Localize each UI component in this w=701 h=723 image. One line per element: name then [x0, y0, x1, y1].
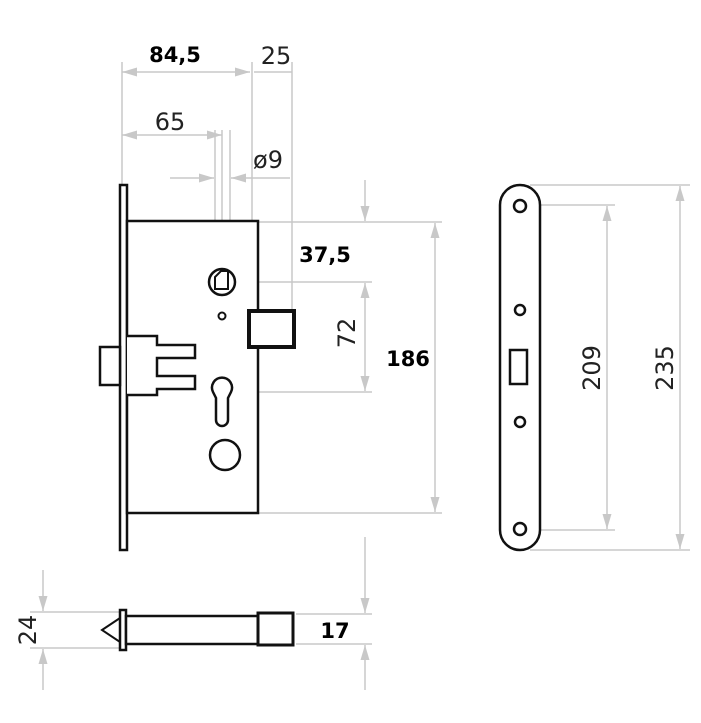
- dim-186: 186: [386, 347, 430, 371]
- dim-spindle: ø9: [253, 146, 283, 174]
- dim-65: 65: [155, 108, 186, 136]
- dim-24: 24: [14, 615, 42, 646]
- extension-lines: [30, 62, 690, 649]
- dim-235: 235: [651, 345, 679, 391]
- lock-case: [98, 183, 296, 552]
- bolt-top-view: [100, 608, 295, 652]
- dim-25: 25: [261, 42, 292, 70]
- dim-209: 209: [578, 345, 606, 391]
- dim-17: 17: [320, 619, 349, 643]
- dimension-lines: [38, 67, 685, 690]
- dim-37-5: 37,5: [299, 243, 351, 267]
- dim-84-5: 84,5: [149, 43, 201, 67]
- faceplate: [498, 183, 542, 552]
- dim-72: 72: [333, 318, 361, 349]
